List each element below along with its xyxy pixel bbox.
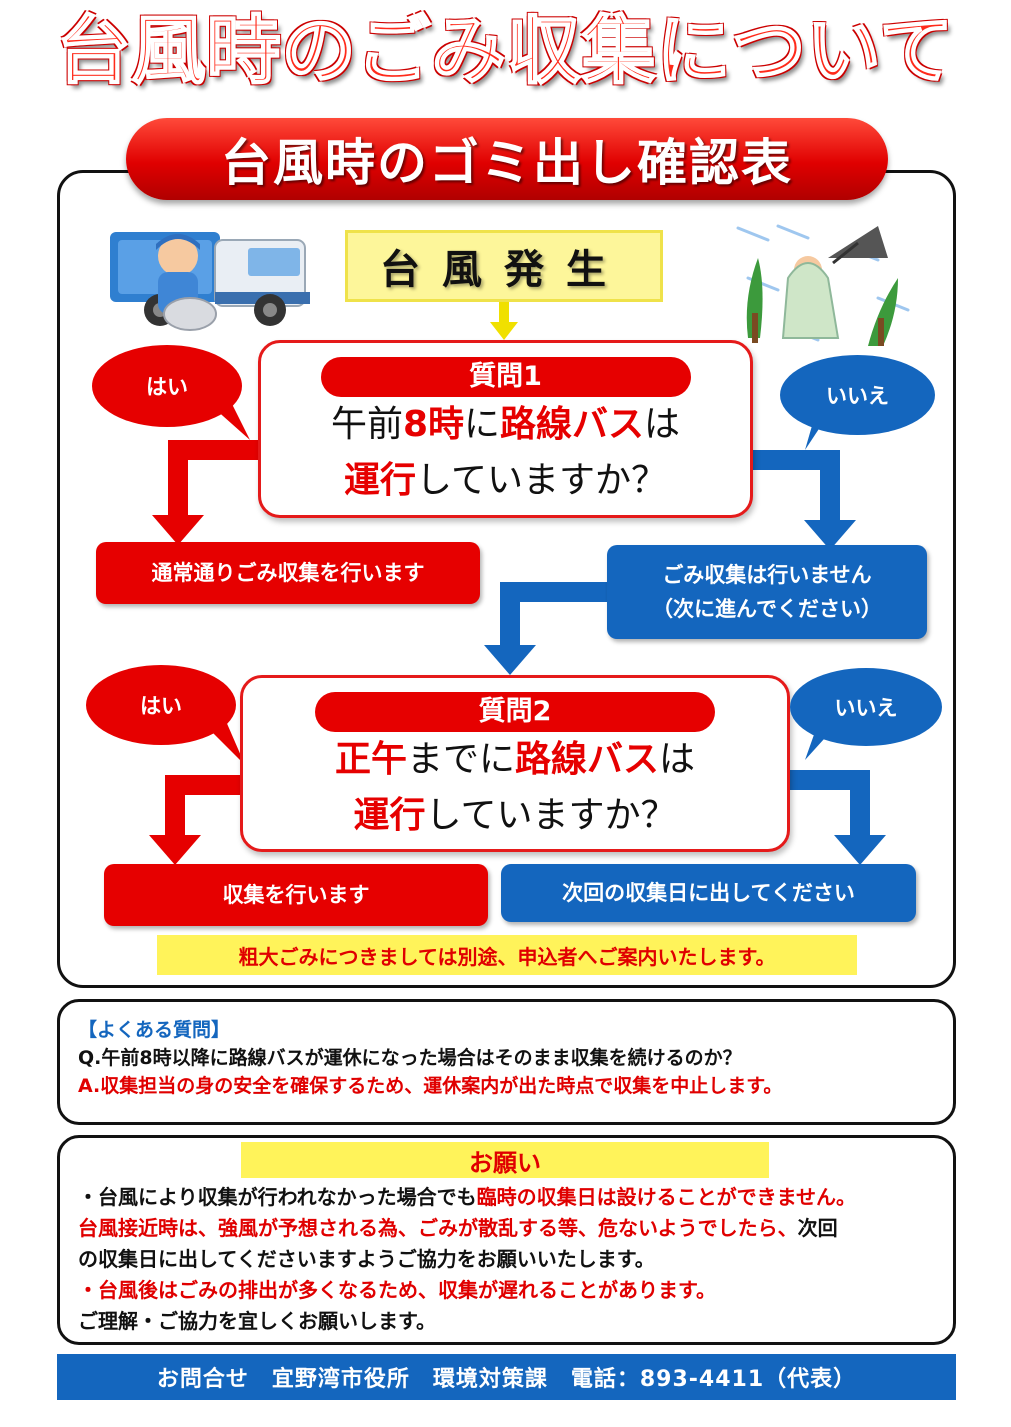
request-line-3: の収集日に出してくださいますようご協力をお願いいたします。 xyxy=(78,1247,655,1271)
result-no-collection: ごみ収集は行いません （次に進んでください） xyxy=(607,545,927,639)
q2-word: は xyxy=(659,739,696,780)
q1-word-highlight: 8時 xyxy=(402,404,465,445)
request-line-4: ・台風後はごみの排出が多くなるため、収集が遅れることがあります。 xyxy=(78,1278,716,1302)
q1-word-highlight: 運行 xyxy=(344,460,417,501)
result-collect: 収集を行います xyxy=(104,864,488,926)
q1-word: は xyxy=(644,404,681,445)
q1-word: していますか？ xyxy=(416,460,667,501)
faq-heading: 【よくある質問】 xyxy=(78,1019,231,1041)
contact-bar: お問合せ 宜野湾市役所 環境対策課 電話：893-4411（代表） xyxy=(57,1354,956,1400)
request-line-1b: 臨時の収集日は設けることができません。 xyxy=(476,1185,857,1209)
yes-bubble-1: はい xyxy=(92,345,242,427)
question-2-box: 質問2 正午までに路線バスは 運行していますか？ xyxy=(240,675,790,852)
request-line-2a: 台風接近時は、強風が予想される為、ごみが散乱する等、危ないようでしたら、 xyxy=(78,1216,798,1240)
request-title: お願い xyxy=(241,1142,769,1178)
q2-word: までに xyxy=(406,739,515,780)
no-bubble-2: いいえ xyxy=(790,668,942,746)
result-no-collection-line1: ごみ収集は行いません xyxy=(662,563,872,587)
bulky-waste-note: 粗大ごみにつきましては別途、申込者へご案内いたします。 xyxy=(157,935,857,975)
request-text: ・台風により収集が行われなかった場合でも臨時の収集日は設けることができません。 … xyxy=(78,1182,948,1337)
result-normal-collection: 通常通りごみ収集を行います xyxy=(96,542,480,604)
question-1-box: 質問1 午前8時に路線バスは 運行していますか？ xyxy=(258,340,753,518)
question-1-label: 質問1 xyxy=(320,357,691,397)
result-next-day: 次回の収集日に出してください xyxy=(501,864,916,922)
no-bubble-1: いいえ xyxy=(780,355,935,435)
faq-answer: A.収集担当の身の安全を確保するため、運休案内が出た時点で収集を中止します。 xyxy=(78,1075,783,1097)
q2-word-highlight: 正午 xyxy=(334,739,407,780)
request-line-1a: ・台風により収集が行われなかった場合でも xyxy=(78,1185,477,1209)
page-title: 台風時のごみ収集について xyxy=(56,8,955,94)
question-1-text: 午前8時に路線バスは 運行していますか？ xyxy=(261,397,750,509)
faq-box: 【よくある質問】 Q.午前8時以降に路線バスが運休になった場合はそのまま収集を続… xyxy=(57,999,956,1125)
request-line-5: ご理解・ご協力を宜しくお願いします。 xyxy=(78,1309,436,1333)
result-no-collection-line2: （次に進んでください） xyxy=(652,597,882,621)
start-box: 台風発生 xyxy=(345,230,663,302)
q1-word: に xyxy=(464,404,501,445)
faq-question: Q.午前8時以降に路線バスが運休になった場合はそのまま収集を続けるのか？ xyxy=(78,1047,742,1069)
flowchart-title: 台風時のゴミ出し確認表 xyxy=(126,118,888,200)
garbage-truck-icon xyxy=(110,232,310,331)
q2-word-highlight: 運行 xyxy=(353,795,426,836)
q1-word-highlight: 路線バス xyxy=(500,404,645,445)
flow-arrows xyxy=(149,302,886,865)
q2-word: していますか？ xyxy=(425,795,677,836)
q1-word: 午前 xyxy=(330,404,403,445)
question-2-text: 正午までに路線バスは 運行していますか？ xyxy=(243,732,787,844)
question-2-label: 質問2 xyxy=(315,692,715,732)
typhoon-person-icon xyxy=(736,224,910,346)
request-line-2b: 次回 xyxy=(797,1216,838,1240)
yes-bubble-2: はい xyxy=(86,665,236,745)
request-box xyxy=(57,1135,956,1345)
q2-word-highlight: 路線バス xyxy=(515,739,660,780)
